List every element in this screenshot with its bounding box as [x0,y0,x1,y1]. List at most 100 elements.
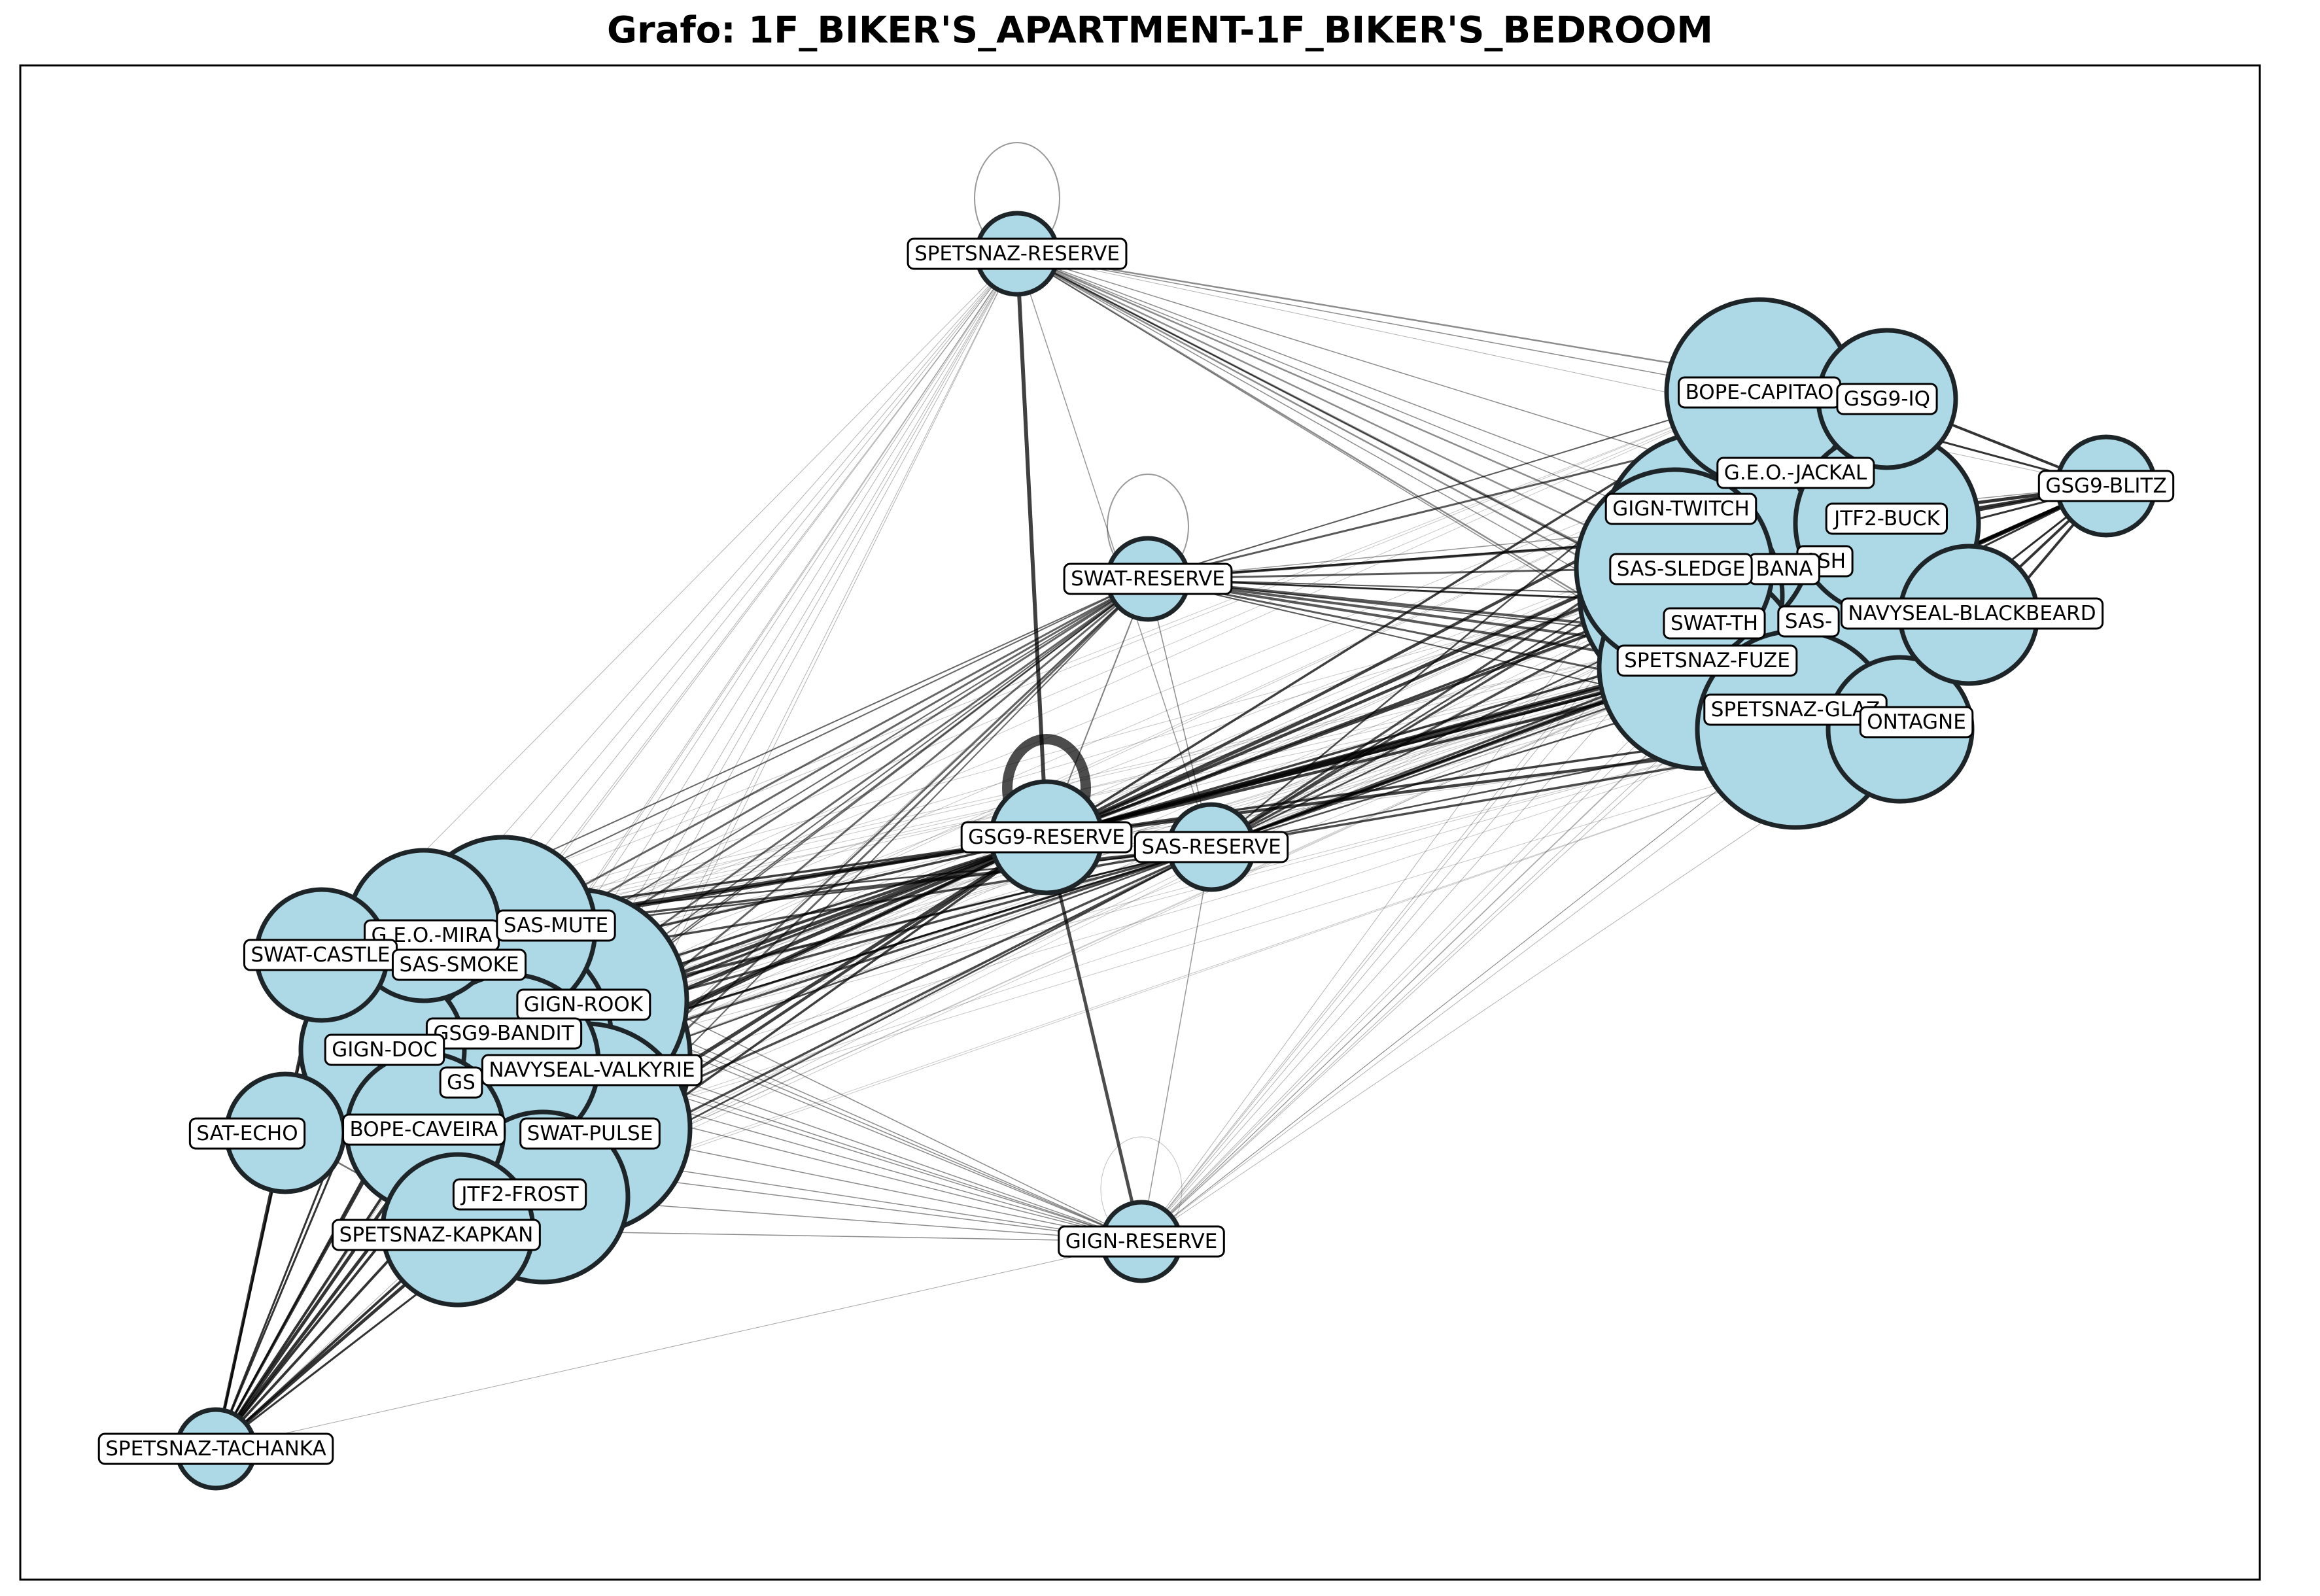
edge-SWAT-RESERVE-GIGN-ROOK [575,578,1149,1001]
node-label-NAVYSEAL-VALKYRIE: NAVYSEAL-VALKYRIE [481,1054,703,1086]
node-label-text: SWAT-RESERVE [1071,567,1225,591]
plot-frame [19,64,2261,1581]
edge-BOPE-CAPITAO-SAS-SMOKE [477,392,1760,969]
node-label-text: SAS-MUTE [504,914,608,937]
node-label-SPETSNAZ-RESERVE: SPETSNAZ-RESERVE [907,237,1128,270]
edge-GIGN-MONTAGNE-SWAT-PULSE [585,729,1901,1129]
node-label-box [1616,644,1798,677]
node-label-SAS-THATCHER: SAS- [1777,605,1840,638]
edge-SPETSNAZ-RESERVE-SAS-SLEDGE [1016,252,1675,569]
node-label-box [960,821,1133,854]
node-label-box [324,1033,445,1066]
node-label-box [2037,470,2175,502]
node-label-box [481,1054,703,1086]
edge-GIGN-RESERVE-GIGN-TWITCH [1141,595,1682,1242]
node-label-text: SPETSNAZ-GLAZ [1711,698,1880,721]
node-label-text: JTF2-FROST [460,1183,579,1206]
edge-SPETSNAZ-GLAZ-GSG9-JAGER [510,729,1796,1064]
node-label-SPETSNAZ-FUZE: SPETSNAZ-FUZE [1616,644,1798,677]
node-label-SAS-MUTE: SAS-MUTE [496,909,616,942]
edge-SAS-THATCHER-G.E.O.-MIRA [423,608,1832,926]
node-label-text: GIGN-RESERVE [1065,1230,1218,1253]
node-label-text: SWAT-TH [1671,612,1758,635]
node-label-box [516,988,651,1021]
node-label-SAS-SLEDGE: SAS-SLEDGE [1609,553,1753,585]
node-label-GIGN-DOC: GIGN-DOC [324,1033,445,1066]
edge-SPETSNAZ-GLAZ-SWAT-PULSE [585,729,1796,1129]
node-label-box [1840,597,2104,630]
node-label-box [452,1178,587,1211]
edge-SWAT-RESERVE-SAS-MUTE [503,578,1149,930]
node-label-SPETSNAZ-GLAZ: SPETSNAZ-GLAZ [1703,693,1888,726]
node-label-box [519,1117,661,1150]
edge-SAS-SLEDGE-NAVYSEAL-VALKYRIE [575,567,1675,1057]
node-label-BOPE-CAVEIRA: BOPE-CAVEIRA [342,1113,506,1146]
node-label-box [1609,553,1753,585]
node-label-JTF2-FROST: JTF2-FROST [452,1178,587,1211]
node-label-text: SWAT-PULSE [527,1122,653,1145]
edge-G.E.O.-JACKAL-GSG9-JAGER [510,537,1708,1064]
edge-FBI-ASH-GIGN-ROOK [575,640,1767,1001]
node-label-text: GSG9-BANDIT [433,1022,574,1045]
node-label-SPETSNAZ-KAPKAN: SPETSNAZ-KAPKAN [332,1219,541,1251]
node-label-GSG9-BLITZ: GSG9-BLITZ [2037,470,2175,502]
node-label-text: BANA [1756,557,1813,581]
node-label-box [97,1432,334,1465]
node-label-box [1716,457,1875,489]
edge-SWAT-RESERVE-SAS-RESERVE [1147,578,1212,848]
edge-SWAT-RESERVE-BOPE-CAPITAO [1147,392,1760,580]
node-label-text: GSG9-BLITZ [2045,474,2166,498]
node-label-SWAT-THERMITE: SWAT-TH [1663,607,1766,640]
node-label-text: SPETSNAZ-RESERVE [914,242,1120,266]
edge-SPETSNAZ-RESERVE-SAS-RESERVE [1016,253,1212,848]
node-label-box [1859,706,1974,738]
node-label-SAT-ECHO: SAT-ECHO [188,1117,306,1150]
edge-BOPE-CAPITAO-G.E.O.-MIRA [423,392,1760,926]
edge-GSG9-RESERVE-GIGN-RESERVE [1045,837,1143,1242]
node-label-text: ONTAGNE [1867,710,1966,734]
edge-GIGN-MONTAGNE-JTF2-FROST [542,729,1901,1198]
node-label-text: G.E.O.-JACKAL [1724,461,1867,485]
node-label-text: GIGN-ROOK [524,993,644,1016]
node-label-SWAT-RESERVE: SWAT-RESERVE [1063,563,1233,595]
edge-SPETSNAZ-FUZE-GSG9-JAGER [510,667,1701,1064]
node-label-text: NAVYSEAL-VALKYRIE [489,1058,695,1082]
node-label-SPETSNAZ-TACHANKA: SPETSNAZ-TACHANKA [97,1432,334,1465]
node-label-text: SAS- [1785,610,1832,633]
edge-BOPE-CAPITAO-SAS-MUTE [503,392,1760,929]
edge-GIGN-TWITCH-JTF2-FROST [542,595,1682,1198]
node-label-GSG9-JAGER: GS [439,1066,483,1099]
node-label-GSG9-RESERVE: GSG9-RESERVE [960,821,1133,854]
node-label-text: NAVYSEAL-BLACKBEARD [1848,602,2096,625]
edge-SPETSNAZ-RESERVE-G.E.O.-MIRA [423,253,1018,926]
node-label-GIGN-TWITCH: GIGN-TWITCH [1604,493,1757,525]
edge-SPETSNAZ-RESERVE-G.E.O.-JACKAL [1016,253,1708,538]
edge-GIGN-RESERVE-SPETSNAZ-FUZE [1141,667,1701,1242]
node-label-text: SWAT-CASTLE [251,943,390,967]
edge-SPETSNAZ-RESERVE-SAS-SMOKE [477,253,1018,969]
edge-GIGN-RESERVE-SPETSNAZ-GLAZ [1141,729,1796,1242]
node-label-SAS-SMOKE: SAS-SMOKE [391,948,527,981]
node-label-text: SPETSNAZ-KAPKAN [339,1223,534,1247]
node-label-box [1063,563,1233,595]
edge-GIGN-MONTAGNE-SPETSNAZ-KAPKAN [457,729,1901,1230]
graph-title: Grafo: 1F_BIKER'S_APARTMENT-1F_BIKER'S_B… [607,9,1713,52]
edge-SPETSNAZ-RESERVE-SAS-MUTE [503,253,1018,929]
node-label-BOPE-CAPITAO: BOPE-CAPITAO [1678,376,1841,409]
node-label-text: GIGN-TWITCH [1612,497,1750,521]
edge-SWAT-THERMITE-JTF2-FROST [542,653,1727,1198]
node-label-box [1663,607,1766,640]
node-label-text: SPETSNAZ-FUZE [1624,649,1790,672]
edge-SPETSNAZ-RESERVE-BOPE-CAPITAO [1016,253,1760,393]
node-label-box [1058,1225,1225,1258]
edge-SPETSNAZ-RESERVE-GIGN-ROOK [575,253,1018,1001]
node-label-GIGN-ROOK: GIGN-ROOK [516,988,651,1021]
node-label-text: BOPE-CAPITAO [1686,381,1834,404]
node-label-text: JTF2-BUCK [1833,507,1940,530]
node-label-text: BOPE-CAVEIRA [350,1118,498,1141]
edge-SWAT-THERMITE-SWAT-PULSE [585,653,1727,1129]
node-label-box [1134,831,1289,863]
node-label-box [1836,383,1938,415]
node-label-box [1604,493,1757,525]
